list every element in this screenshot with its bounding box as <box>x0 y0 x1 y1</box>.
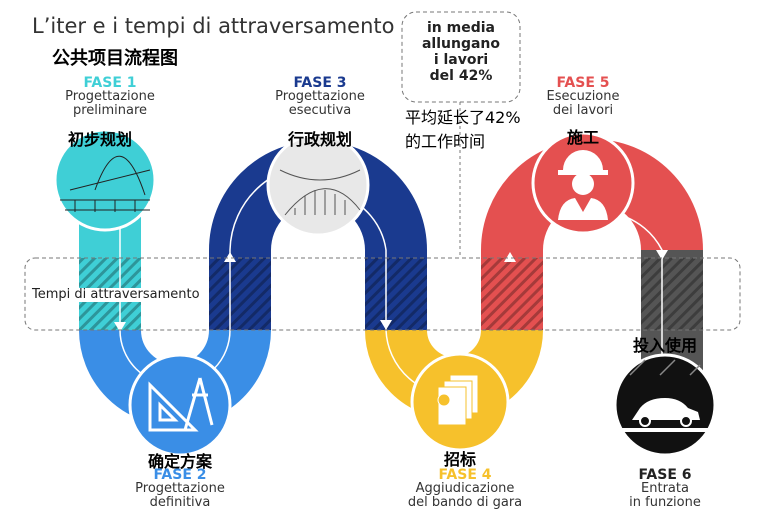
fase2-cn: 确定方案 <box>147 452 212 471</box>
fase1-cn: 初步规划 <box>67 130 132 149</box>
fase1-label: FASE 1 Progettazione preliminare <box>45 76 175 118</box>
fase-desc: in funzione <box>629 495 701 510</box>
fase-desc: preliminare <box>72 103 148 118</box>
fase-title: FASE 1 <box>83 75 137 91</box>
band-label: Tempi di attraversamento <box>30 287 202 302</box>
callout-cn: 平均延长了42% 的工作时间 <box>405 106 521 154</box>
fase-desc: Progettazione <box>135 481 225 496</box>
fase-desc: Progettazione <box>65 89 155 104</box>
bridge-sketch-icon <box>60 155 151 212</box>
fase-desc: esecutiva <box>288 103 352 118</box>
callout-cn-line: 平均延长了42% <box>405 108 521 127</box>
fase3-cn: 行政规划 <box>287 130 352 149</box>
fase3-label: FASE 3 Progettazione esecutiva <box>255 76 385 118</box>
fase5-label: FASE 5 Esecuzione dei lavori <box>533 76 633 118</box>
fase-title: FASE 4 <box>438 467 492 483</box>
fase4-cn: 招标 <box>443 450 476 469</box>
fase-title: FASE 6 <box>638 467 692 483</box>
callout-box <box>401 11 521 103</box>
callout-line: i lavori <box>433 52 489 68</box>
fase-desc: Entrata <box>641 481 689 496</box>
fase-desc: Progettazione <box>275 89 365 104</box>
fase2-circle <box>128 353 232 457</box>
fase-title: FASE 5 <box>556 75 610 91</box>
fase-title: FASE 2 <box>153 467 207 483</box>
fase2-label: FASE 2 Progettazione definitiva <box>115 468 245 510</box>
page-title: L’iter e i tempi di attraversamento <box>32 14 395 38</box>
fase4-label: FASE 4 Aggiudicazione del bando di gara <box>395 468 535 510</box>
fase-desc: definitiva <box>149 495 211 510</box>
car-road-icon <box>618 359 713 432</box>
fase-desc: del bando di gara <box>407 495 523 510</box>
fase5-cn: 施工 <box>566 128 599 147</box>
fase-desc: dei lavori <box>552 103 614 118</box>
callout-line: allungano <box>421 36 501 52</box>
fase1-circle <box>53 128 157 232</box>
documents-icon <box>437 374 479 426</box>
callout-cn-line: 的工作时间 <box>405 132 486 151</box>
fase6-cn: 投入使用 <box>632 336 697 355</box>
technical-drawing-icon <box>279 169 361 216</box>
page-title-cn: 公共项目流程图 <box>52 48 178 69</box>
set-square-compass-icon <box>148 377 214 432</box>
callout-text: in media allungano i lavori del 42% <box>402 20 520 84</box>
construction-worker-icon <box>558 150 608 220</box>
fase3-circle <box>266 133 370 237</box>
crossing-time-band <box>24 257 741 331</box>
fase-title: FASE 3 <box>293 75 347 91</box>
callout-line: in media <box>427 20 495 36</box>
fase-desc: Esecuzione <box>546 89 620 104</box>
fase-desc: Aggiudicazione <box>415 481 515 496</box>
fase6-label: FASE 6 Entrata in funzione <box>610 468 720 510</box>
callout-line: del 42% <box>429 68 493 84</box>
